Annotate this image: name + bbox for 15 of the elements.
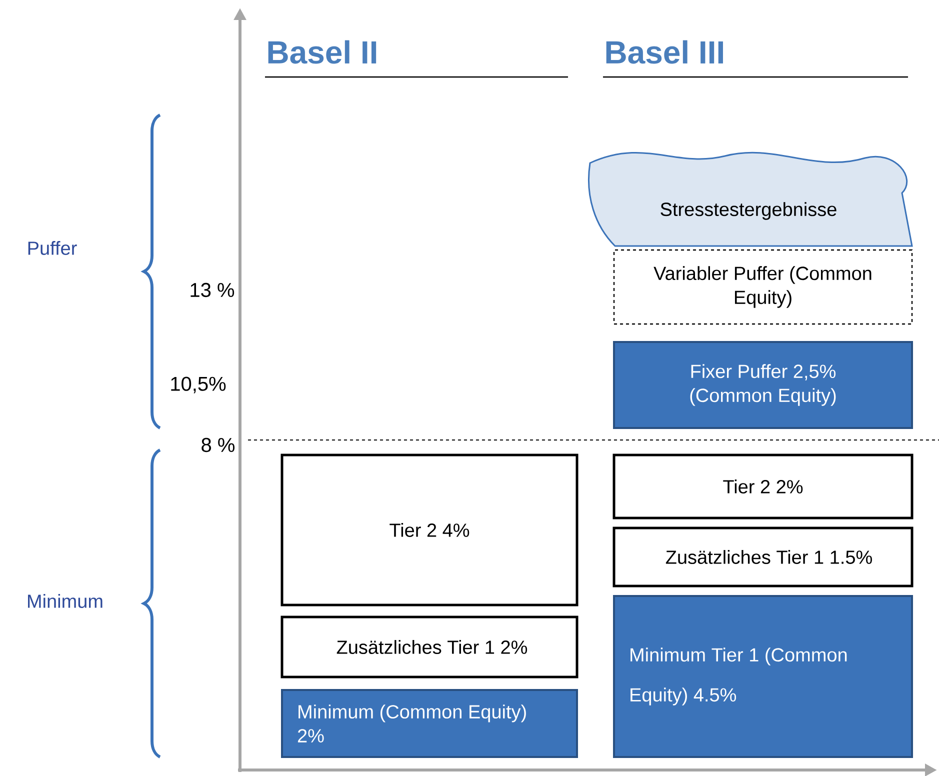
buffer-box: Variabler Puffer (Common Equity) (613, 249, 913, 325)
percent-label: 8 % (202, 438, 234, 452)
tier-box: Tier 2 2% (612, 454, 914, 520)
column-heading: Basel II (268, 40, 376, 64)
capital-box: Minimum (Common Equity) 2% (281, 689, 578, 758)
percent-label: 10,5% (171, 376, 226, 394)
capital-box: Minimum Tier 1 (Common Equity) 4.5% (613, 595, 914, 758)
brace-label: Minimum (28, 594, 102, 608)
tier-box: Tier 2 4% (280, 454, 578, 606)
brace-label: Puffer (28, 241, 77, 255)
percent-label: 13 % (190, 282, 234, 298)
tier-box: Zusätzliches Tier 1 2% (280, 616, 578, 678)
capital-box: Fixer Puffer 2,5% (Common Equity) (613, 341, 914, 429)
column-heading: Basel III (606, 40, 723, 64)
tier-box: Zusätzliches Tier 1 1.5% (612, 526, 914, 588)
